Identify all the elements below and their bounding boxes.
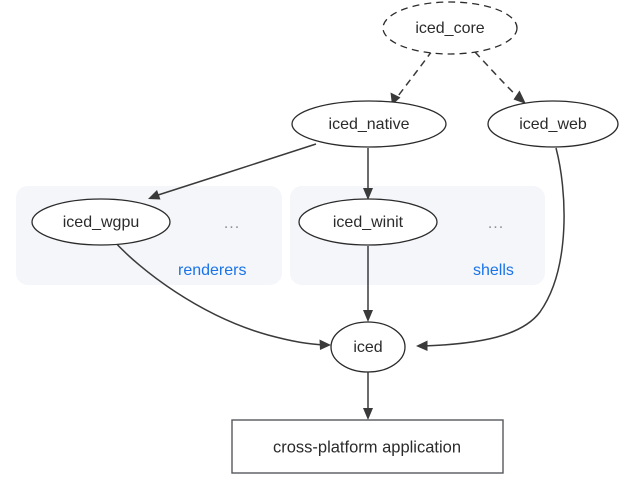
edge-iced-web-to-iced-line xyxy=(422,147,565,347)
node-iced-winit[interactable]: iced_winit xyxy=(298,198,438,246)
edge-iced-native-to-iced-wgpu xyxy=(148,143,317,200)
node-iced-web-shape[interactable] xyxy=(487,100,619,148)
node-iced-core-shape[interactable] xyxy=(382,1,518,55)
node-iced-wgpu-label: iced_wgpu xyxy=(63,214,140,231)
edge-iced-core-to-iced-native-line xyxy=(394,50,433,101)
edge-iced-to-application-arrowhead xyxy=(363,408,373,420)
node-iced-winit-shape[interactable] xyxy=(298,198,438,246)
node-cross-platform-application-shape[interactable] xyxy=(231,419,504,474)
edge-iced-core-to-iced-native xyxy=(390,50,433,105)
cluster-shells-label: shells xyxy=(473,262,514,279)
node-iced[interactable]: iced xyxy=(330,321,406,373)
edge-iced-core-to-iced-web xyxy=(474,51,526,104)
edge-iced-native-to-iced-winit-arrowhead xyxy=(363,188,373,200)
edge-iced-native-to-iced-wgpu-line xyxy=(154,143,317,197)
edge-iced-to-application xyxy=(363,372,373,420)
edge-iced-winit-to-iced xyxy=(363,246,373,322)
edge-iced-native-to-iced-wgpu-arrowhead xyxy=(148,190,161,200)
node-iced-label: iced xyxy=(353,339,382,356)
edge-iced-winit-to-iced-arrowhead xyxy=(363,310,373,322)
edge-iced-web-to-iced-arrowhead xyxy=(416,340,428,351)
node-iced-wgpu-shape[interactable] xyxy=(31,198,171,246)
node-iced-native-label: iced_native xyxy=(329,116,410,133)
cluster-shells-ellipsis: ... xyxy=(488,215,504,232)
cluster-renderers-label: renderers xyxy=(178,262,246,279)
node-cross-platform-application-label: cross-platform application xyxy=(273,438,461,456)
edge-iced-core-to-iced-web-arrowhead xyxy=(513,90,526,104)
node-iced-web[interactable]: iced_web xyxy=(487,100,619,148)
edge-iced-wgpu-to-iced-arrowhead xyxy=(319,339,331,350)
edge-iced-core-to-iced-web-line xyxy=(474,51,521,100)
node-iced-native[interactable]: iced_native xyxy=(291,100,447,148)
edge-iced-wgpu-to-iced xyxy=(112,239,331,350)
node-cross-platform-application[interactable]: cross-platform application xyxy=(231,419,504,474)
node-iced-wgpu[interactable]: iced_wgpu xyxy=(31,198,171,246)
cluster-renderers-ellipsis: ... xyxy=(224,215,240,232)
edge-iced-wgpu-to-iced-line xyxy=(112,239,325,346)
node-iced-winit-label: iced_winit xyxy=(333,214,404,231)
node-iced-web-label: iced_web xyxy=(519,116,587,133)
node-iced-core-label: iced_core xyxy=(415,20,484,37)
node-iced-core[interactable]: iced_core xyxy=(382,1,518,55)
edge-iced-web-to-iced xyxy=(416,147,565,351)
node-iced-shape[interactable] xyxy=(330,321,406,373)
node-iced-native-shape[interactable] xyxy=(291,100,447,148)
edge-iced-native-to-iced-winit xyxy=(363,148,373,200)
